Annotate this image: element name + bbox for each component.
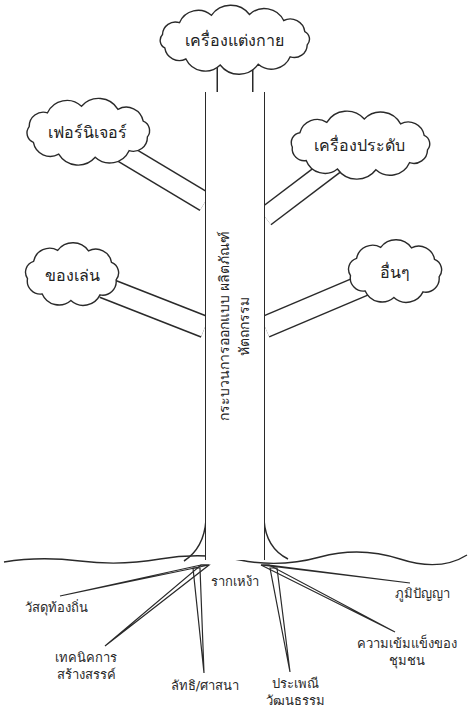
cloud-node: เฟอร์นิเจอร์	[18, 96, 159, 168]
cloud-label: เครื่องแต่งกาย	[185, 28, 284, 53]
root-label: รากเหง้า	[200, 574, 270, 591]
cloud-text-group: เฟอร์นิเจอร์	[48, 120, 127, 145]
root-spike	[261, 565, 410, 583]
root-label: ลัทธิ/ศาสนา	[168, 678, 242, 695]
cloud-text-group: เครื่องแต่งกาย	[185, 28, 284, 53]
cloud-text-group: เครื่องประดับ	[314, 133, 405, 158]
cloud-shape	[349, 240, 442, 303]
branch-fill	[265, 285, 364, 327]
root-label: ภูมิปัญญา	[378, 586, 466, 603]
cloud-shape	[27, 99, 150, 166]
trunk-node: กระบวนการออกแบบ ผลิตภัณฑ์หัตถกรรม	[205, 92, 265, 560]
trunk-flare	[184, 520, 206, 561]
branch-connector	[118, 150, 205, 202]
root-spike	[270, 568, 290, 672]
branch-fill	[104, 287, 205, 327]
cloud-shape	[291, 111, 429, 179]
cloud-node: อื่นๆ	[340, 236, 450, 308]
root-spike	[261, 565, 395, 632]
trunk-label: กระบวนการออกแบบ ผลิตภัณฑ์หัตถกรรม	[215, 221, 254, 431]
root-label: ประเพณีวัฒนธรรม	[248, 676, 342, 710]
cloud-label: เฟอร์นิเจอร์	[48, 120, 127, 145]
cloud-label: อื่นๆ	[380, 260, 410, 285]
cloud-text-group: ของเล่น	[45, 263, 100, 288]
branch-fill	[118, 150, 205, 202]
root-label: ความเข้มแข็งของชุมชน	[348, 636, 466, 670]
root-label: วัสดุท้องถิ่น	[4, 600, 108, 617]
branch-outline	[104, 287, 205, 327]
branch-outline	[118, 150, 205, 202]
cloud-node: ของเล่น	[17, 239, 127, 311]
cloud-label: ของเล่น	[45, 263, 100, 288]
cloud-node: เครื่องแต่งกาย	[151, 4, 319, 76]
branch-outline	[265, 285, 364, 327]
root-spike	[60, 565, 209, 596]
cloud-node: เครื่องประดับ	[282, 109, 439, 181]
cloud-shape	[26, 243, 119, 306]
trunk-flare	[264, 520, 288, 559]
branch-connector	[104, 287, 205, 327]
cloud-shape	[160, 6, 309, 75]
cloud-label: เครื่องประดับ	[314, 133, 405, 158]
root-label: เทคนิคการสร้างสรรค์	[30, 650, 142, 684]
cloud-text-group: อื่นๆ	[380, 260, 410, 285]
root-spike	[193, 568, 204, 673]
branch-connector	[265, 285, 364, 327]
